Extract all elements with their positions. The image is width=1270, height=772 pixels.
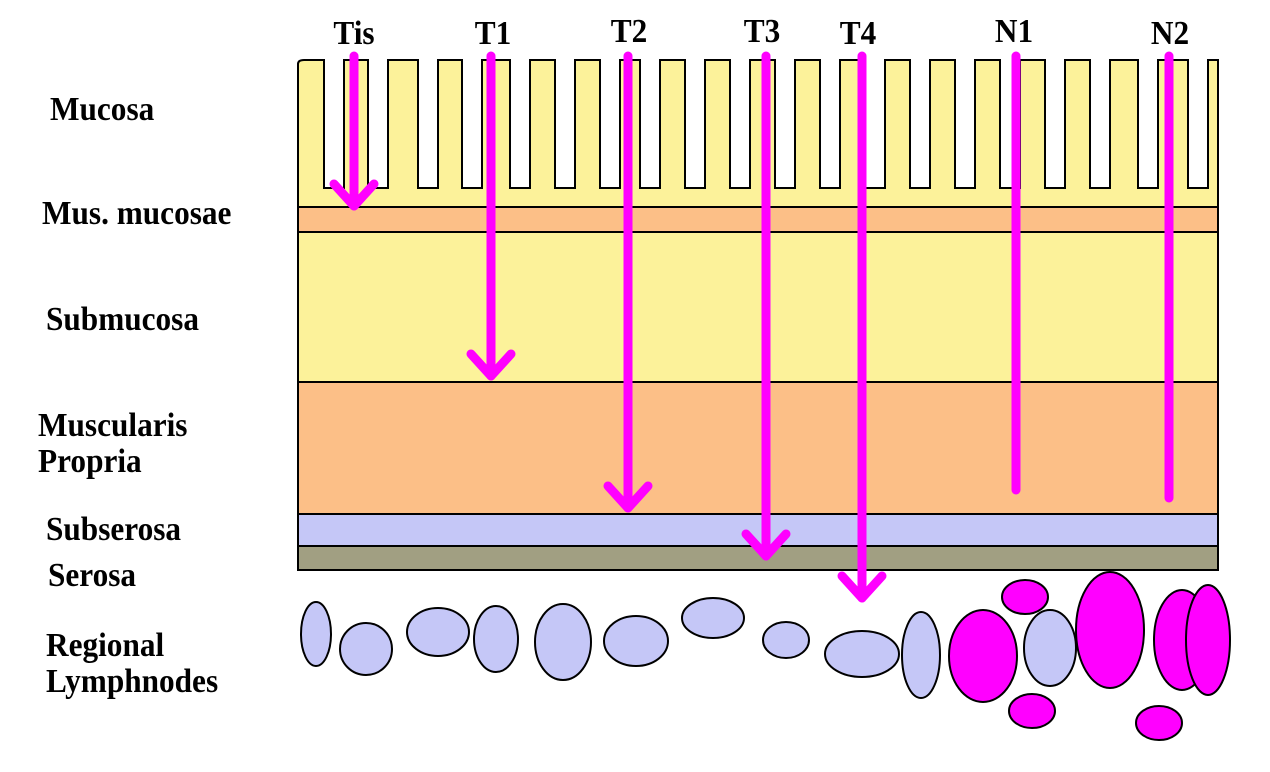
lymphnode-involved [1185, 584, 1231, 696]
lymphnode-normal [1023, 609, 1077, 687]
layer-label-subserosa: Subserosa [46, 511, 182, 548]
stage-arrows [329, 51, 1174, 603]
lymphnode-normal [762, 621, 810, 659]
lymphnode-involved [1135, 705, 1183, 741]
lymphnode-involved [948, 609, 1018, 703]
layer-label-regional-line2: Lymphnodes [46, 663, 219, 700]
lymphnode-normal [681, 597, 745, 639]
muscularis-propria-band [297, 381, 1219, 515]
submucosa-band [297, 231, 1219, 383]
stage-label-t3: T3 [743, 13, 781, 50]
arrowhead-tis [329, 179, 379, 211]
arrowhead-t4 [837, 571, 887, 603]
lymphnode-normal [824, 630, 900, 678]
layer-label-muscularis-propria-line2: Propria [38, 443, 142, 480]
layer-label-submucosa: Submucosa [46, 301, 199, 338]
layer-label-muscularis-mucosae: Mus. mucosae [42, 195, 232, 232]
stage-label-t4: T4 [839, 15, 877, 52]
lymphnode-normal [406, 607, 470, 657]
stage-label-n1: N1 [994, 13, 1034, 50]
lymphnode-normal [300, 601, 332, 667]
lymphnode-normal [473, 605, 519, 673]
regional-lymphnodes [300, 571, 1231, 741]
lymphnode-normal [901, 611, 941, 699]
lymphnode-involved [1075, 571, 1145, 689]
layer-label-mucosa: Mucosa [50, 91, 155, 128]
mucosa-villi [297, 59, 1219, 208]
stage-label-tis: Tis [333, 15, 375, 52]
stage-label-n2: N2 [1150, 15, 1190, 52]
lymphnode-normal [339, 622, 393, 676]
arrowhead-t3 [741, 529, 791, 561]
lymphnode-normal [534, 603, 592, 681]
stage-label-t2: T2 [610, 13, 648, 50]
stage-label-t1: T1 [474, 15, 512, 52]
muscularis-mucosae-band [297, 206, 1219, 233]
layer-label-serosa: Serosa [48, 557, 137, 594]
lymphnode-involved [1008, 693, 1056, 729]
arrowhead-t2 [603, 481, 653, 513]
lymphnode-normal [603, 615, 669, 667]
layer-label-regional-line1: Regional [46, 627, 165, 664]
lymphnode-involved [1001, 579, 1049, 615]
arrowhead-t1 [466, 349, 516, 381]
layer-label-muscularis-propria-line1: Muscularis [38, 407, 188, 444]
